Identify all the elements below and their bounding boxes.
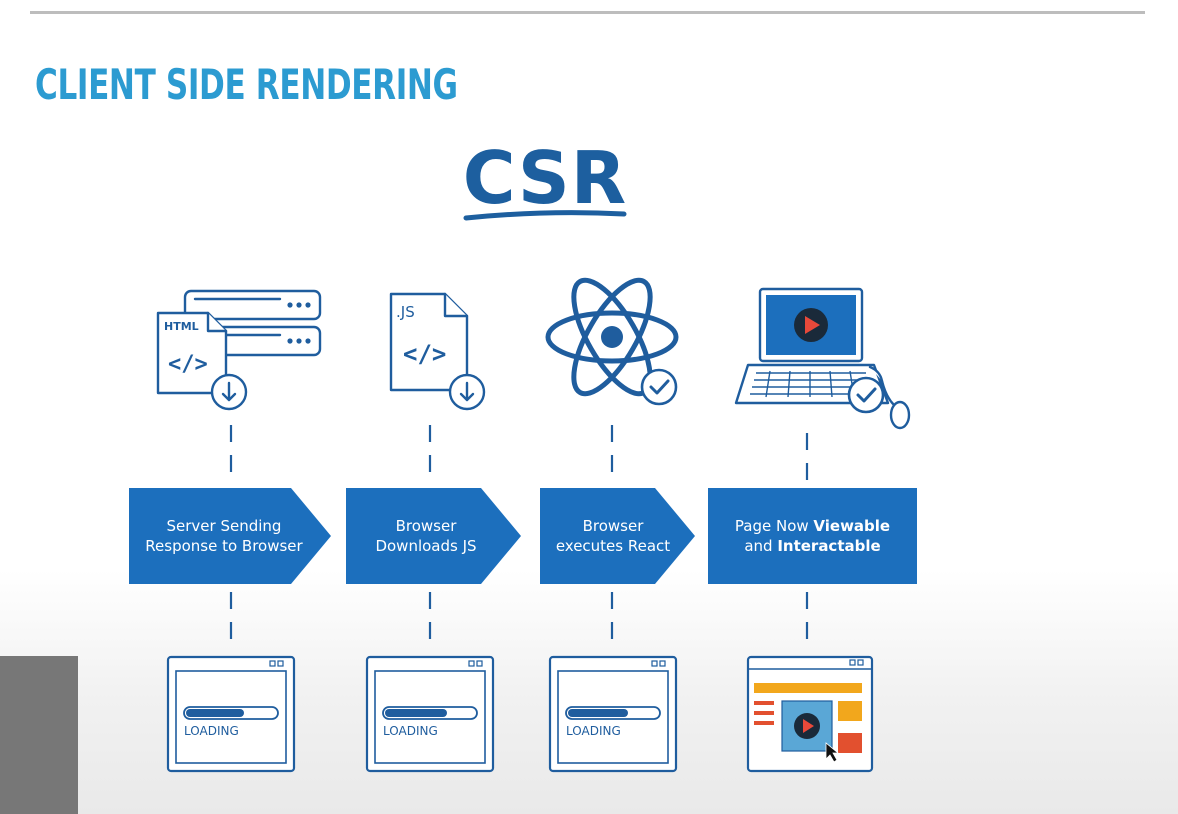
video-overlay-block [0,656,78,814]
step-label-4: Page Now Viewable and Interactable [708,488,917,584]
connector-upper-4 [805,433,809,483]
loading-window-2: LOADING [365,655,495,773]
laptop-play-icon [734,287,911,430]
step-4-line-2-text: and [744,537,778,555]
loading-label-1: LOADING [184,724,239,738]
html-file-label: HTML [164,320,199,333]
js-code-glyph: </> [403,340,446,368]
step-3-line-1: Browser [582,517,644,535]
step-1-line-2: Response to Browser [145,537,303,555]
step-4-line-2-bold: Interactable [777,537,881,555]
connector-lower-2 [428,592,432,647]
step-4-line-1-bold: Viewable [813,517,891,535]
top-divider [30,11,1145,14]
loading-label-2: LOADING [383,724,438,738]
slide-title: CLIENT SIDE RENDERING [35,60,458,109]
connector-lower-1 [229,592,233,647]
connector-upper-2 [428,425,432,480]
step-arrow-3 [540,488,695,584]
js-file-icon: .JS </> [389,292,486,411]
loading-window-1: LOADING [166,655,296,773]
loading-window-3: LOADING [548,655,678,773]
step-box-4 [708,488,917,584]
js-file-label: .JS [396,303,415,321]
step-2-line-2: Downloads JS [375,537,477,555]
connector-upper-3 [610,425,614,480]
loading-label-3: LOADING [566,724,621,738]
step-4-line-1-text: Page Now [734,517,814,535]
react-atom-icon [545,277,679,406]
connector-lower-4 [805,592,809,647]
step-arrow-1 [129,488,331,584]
step-3-line-2: executes React [555,537,671,555]
rendered-page-window [746,655,874,773]
html-code-glyph: </> [168,352,208,377]
csr-underline [463,210,627,221]
connector-upper-1 [229,425,233,480]
step-arrow-2 [346,488,521,584]
step-2-line-1: Browser [395,517,457,535]
step-1-line-1: Server Sending [166,517,282,535]
csr-heading: CSR [462,136,628,220]
html-server-icon: HTML </> [156,289,322,411]
step-label-3: Browser executes React [540,488,686,584]
connector-lower-3 [610,592,614,647]
